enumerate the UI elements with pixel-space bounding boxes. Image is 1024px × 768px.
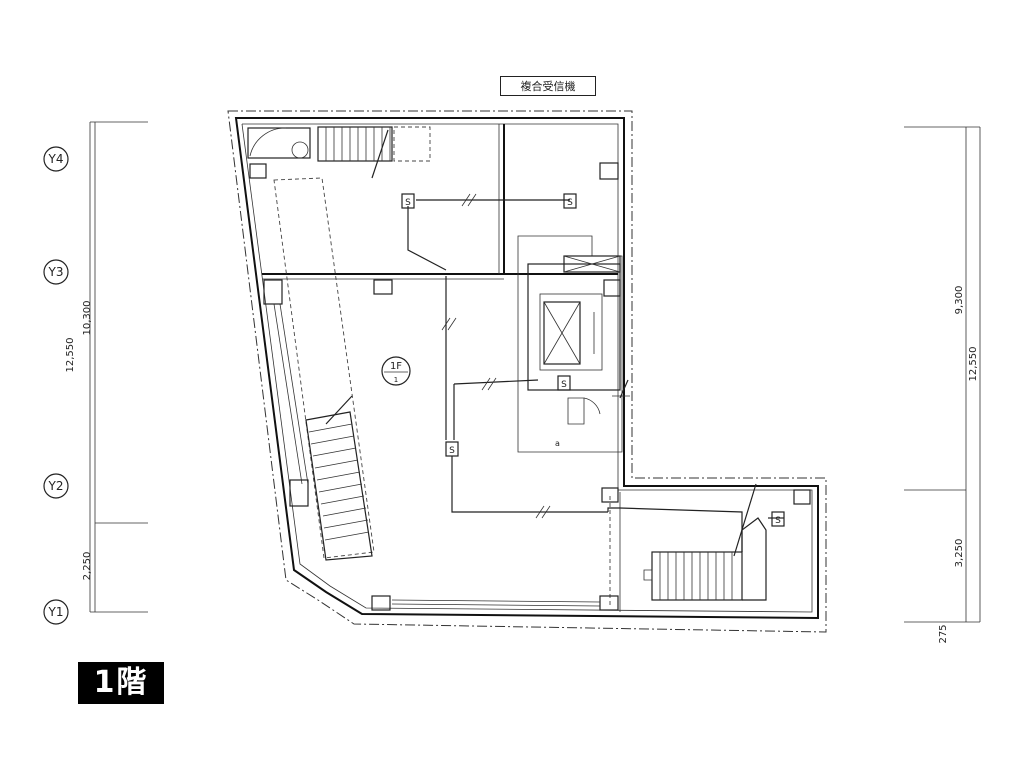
dim-right-small: 275 (938, 624, 949, 643)
escalator-steps (305, 395, 373, 561)
columns (249, 162, 811, 611)
core-mark: a (555, 439, 560, 448)
floor-badge: 1階 (78, 662, 164, 704)
sensor-2 (563, 193, 577, 209)
grid-marker-y3 (43, 259, 69, 285)
grid-label-y1: Y1 (48, 605, 64, 619)
dim-right-upper: 9,300 (954, 286, 965, 315)
grid-marker-y4 (43, 146, 69, 172)
lower-stair (643, 483, 767, 601)
sensor-5-label: S (775, 516, 781, 526)
dim-right-total: 12,550 (968, 347, 979, 382)
outer-wall (234, 117, 819, 620)
grid-label-y4: Y4 (48, 152, 64, 166)
upper-stair (317, 126, 431, 179)
elevator-core (517, 235, 630, 453)
grid-label-y2: Y2 (48, 479, 64, 493)
wiring (407, 193, 784, 552)
grid-marker-y2 (43, 473, 69, 499)
escalator-outline (273, 177, 375, 559)
sensor-5 (771, 511, 785, 527)
grid-marker-y1 (43, 599, 69, 625)
sensor-4-label: S (561, 380, 567, 390)
room-label: 1F (390, 361, 402, 372)
dim-left-total: 12,550 (65, 338, 76, 373)
sensor-4 (557, 375, 571, 391)
receiver-label: 複合受信機 (500, 76, 596, 96)
outer-wall-inner (241, 123, 813, 613)
grid-label-y3: Y3 (48, 265, 64, 279)
interior-walls (262, 124, 621, 612)
room-sub-label: 1 (394, 376, 398, 384)
bottom-windows (391, 599, 601, 607)
entry-door (247, 127, 311, 159)
dim-left-lower: 2,250 (82, 552, 93, 581)
sensor-1-label: S (405, 198, 411, 208)
sensor-2-label: S (567, 198, 573, 208)
dim-right-lower: 3,250 (954, 539, 965, 568)
dim-left-upper: 10,300 (82, 301, 93, 336)
site-boundary (227, 110, 827, 633)
right-dimension-lines (904, 126, 981, 623)
sensor-3 (445, 441, 459, 457)
left-dimension-lines (89, 121, 148, 613)
sensor-3-label: S (449, 446, 455, 456)
sensor-1 (401, 193, 415, 209)
room-label-marker (381, 356, 411, 386)
left-windows (273, 303, 309, 485)
